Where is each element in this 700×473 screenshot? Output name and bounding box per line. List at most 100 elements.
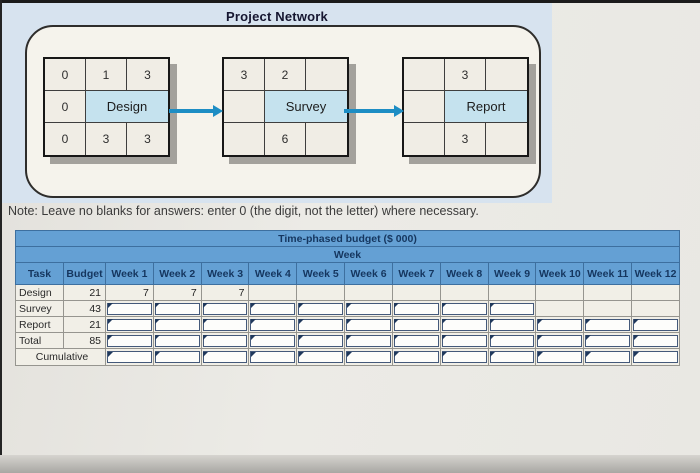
answer-input-cumulative-week-1[interactable] <box>107 351 152 363</box>
answer-input-report-week-3[interactable] <box>202 318 248 331</box>
answer-input-report-week-10[interactable] <box>537 318 583 331</box>
answer-input-cumulative-week-12[interactable] <box>633 351 678 363</box>
answer-input-report-week-11[interactable] <box>585 318 631 331</box>
node-cell: 3 <box>445 59 486 91</box>
budget-value: 85 <box>63 332 106 349</box>
week-cell <box>344 284 393 301</box>
node-cell: 3 <box>144 132 151 146</box>
week-cell <box>583 284 633 301</box>
answer-input-survey-week-6[interactable] <box>346 302 391 315</box>
arrow-design-to-survey-icon <box>169 104 223 118</box>
answer-input-cumulative-week-4[interactable] <box>250 351 296 363</box>
week-cell <box>439 316 489 333</box>
table-week-row: Week <box>15 246 680 263</box>
answer-input-total-week-5[interactable] <box>298 334 344 347</box>
week-cell <box>296 348 346 366</box>
answer-input-survey-week-9[interactable] <box>489 302 535 315</box>
answer-input-total-week-6[interactable] <box>346 334 391 347</box>
week-cell <box>152 332 202 349</box>
table-title-row: Time-phased budget ($ 000) <box>15 230 680 247</box>
answer-input-survey-week-4[interactable] <box>250 302 296 315</box>
node-cell <box>306 123 347 155</box>
week-cell <box>391 332 441 349</box>
answer-input-survey-week-5[interactable] <box>298 302 344 315</box>
answer-input-report-week-9[interactable] <box>489 318 535 331</box>
column-header: Budget <box>63 262 106 285</box>
answer-input-report-week-1[interactable] <box>107 318 152 331</box>
week-cell <box>248 316 298 333</box>
answer-input-cumulative-week-2[interactable] <box>154 351 200 363</box>
arrow-survey-to-report-icon <box>344 104 404 118</box>
row-label: Report <box>15 316 64 333</box>
week-cell <box>344 316 393 333</box>
answer-input-cumulative-week-6[interactable] <box>346 351 391 363</box>
node-cell <box>306 59 347 91</box>
answer-input-total-week-1[interactable] <box>107 334 152 347</box>
arrow-head <box>213 105 223 117</box>
node-cell <box>404 123 445 155</box>
week-cell <box>152 348 202 366</box>
week-cell <box>487 284 537 301</box>
answer-input-cumulative-week-3[interactable] <box>202 351 248 363</box>
answer-input-survey-week-1[interactable] <box>107 302 152 315</box>
column-header: Week 8 <box>439 262 489 285</box>
answer-input-total-week-9[interactable] <box>489 334 535 347</box>
answer-input-survey-week-7[interactable] <box>393 302 439 315</box>
table-title: Time-phased budget ($ 000) <box>15 230 680 247</box>
week-cell <box>631 332 680 349</box>
week-cell <box>439 332 489 349</box>
answer-input-report-week-6[interactable] <box>346 318 391 331</box>
week-cell <box>105 316 154 333</box>
answer-input-report-week-7[interactable] <box>393 318 439 331</box>
week-cell <box>391 316 441 333</box>
arrow-head <box>394 105 404 117</box>
column-header: Week 5 <box>296 262 346 285</box>
week-cell <box>439 284 489 301</box>
answer-input-survey-week-3[interactable] <box>202 302 248 315</box>
node-cell <box>224 91 265 123</box>
answer-input-report-week-2[interactable] <box>154 318 200 331</box>
answer-input-total-week-2[interactable] <box>154 334 200 347</box>
answer-input-cumulative-week-10[interactable] <box>537 351 583 363</box>
week-cell <box>487 348 537 366</box>
week-cell <box>631 348 680 366</box>
node-activity-label: Design <box>86 91 168 123</box>
answer-input-total-week-7[interactable] <box>393 334 439 347</box>
answer-input-total-week-11[interactable] <box>585 334 631 347</box>
budget-value: 21 <box>63 284 106 301</box>
answer-input-report-week-5[interactable] <box>298 318 344 331</box>
answer-input-total-week-3[interactable] <box>202 334 248 347</box>
node-activity-label: Report <box>445 91 527 123</box>
node-design: 0 1 3 0 Design 0 3 3 <box>43 57 170 157</box>
answer-input-cumulative-week-8[interactable] <box>441 351 487 363</box>
answer-input-cumulative-week-5[interactable] <box>298 351 344 363</box>
column-header: Week 4 <box>248 262 298 285</box>
week-cell <box>535 300 585 317</box>
column-header: Week 6 <box>344 262 393 285</box>
answer-input-total-week-8[interactable] <box>441 334 487 347</box>
week-cell <box>631 300 680 317</box>
answer-input-total-week-4[interactable] <box>250 334 296 347</box>
node-cell: 3 <box>445 123 486 155</box>
node-cell: 3 <box>86 123 127 155</box>
answer-input-report-week-12[interactable] <box>633 318 678 331</box>
answer-input-report-week-8[interactable] <box>441 318 487 331</box>
answer-input-report-week-4[interactable] <box>250 318 296 331</box>
answer-input-survey-week-8[interactable] <box>441 302 487 315</box>
week-cell <box>487 300 537 317</box>
answer-input-total-week-10[interactable] <box>537 334 583 347</box>
week-cell <box>200 332 250 349</box>
week-cell <box>296 284 346 301</box>
week-cell: 7 <box>105 284 154 301</box>
answer-input-total-week-12[interactable] <box>633 334 678 347</box>
project-network-figure: Project Network 0 1 3 0 Design 0 3 3 3 2… <box>2 3 552 203</box>
photo-edge-top <box>0 0 700 3</box>
week-cell <box>296 316 346 333</box>
answer-input-survey-week-2[interactable] <box>154 302 200 315</box>
column-header: Week 2 <box>152 262 202 285</box>
answer-input-cumulative-week-7[interactable] <box>393 351 439 363</box>
answer-input-cumulative-week-9[interactable] <box>489 351 535 363</box>
answer-input-cumulative-week-11[interactable] <box>585 351 631 363</box>
week-cell <box>248 348 298 366</box>
